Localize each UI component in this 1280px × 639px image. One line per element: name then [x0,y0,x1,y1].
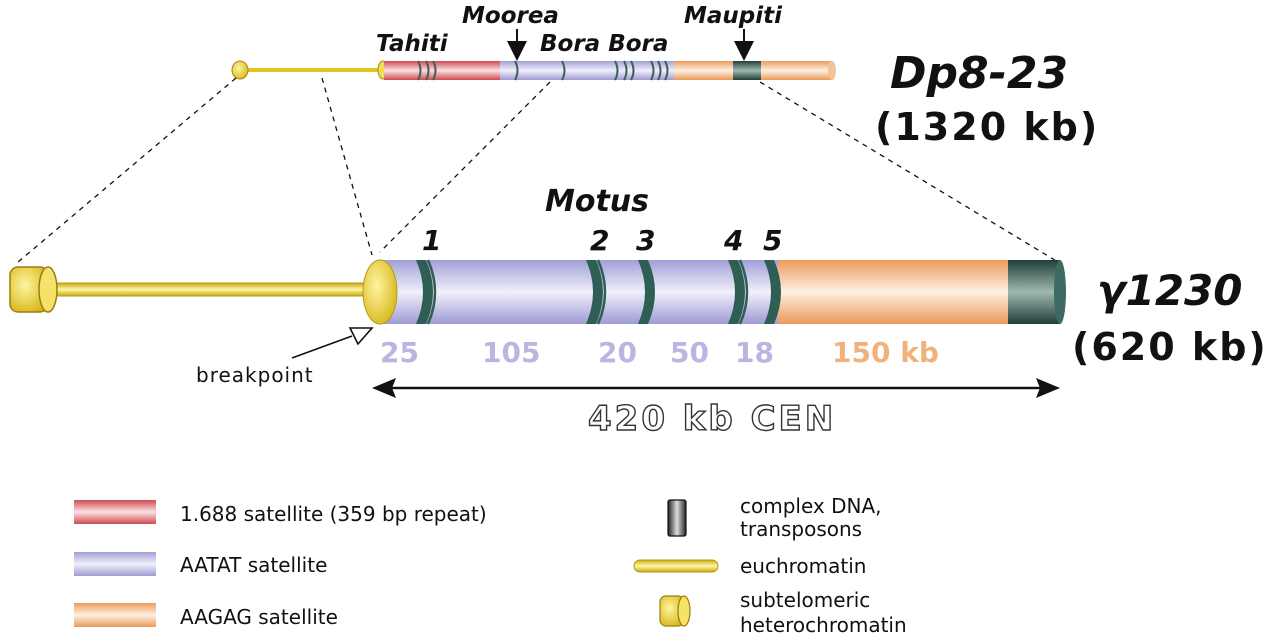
legend-swatch-aatat [74,552,156,576]
gamma-chromosome: Motus 1 2 3 4 5 25 105 20 50 18 150 kb γ… [9,184,1268,440]
legend-swatch-complex-dna [667,499,687,537]
legend-label-complex-dna-1: complex DNA, [740,494,882,518]
gamma-subtelomeric-knob [9,266,58,313]
dp-end-cap [828,61,836,80]
gamma-euchromatin-stalk [39,282,386,297]
segment-size: 20 [598,336,637,369]
legend-label-euchromatin: euchromatin [740,554,866,578]
gamma-chromosome-size: (620 kb) [1072,325,1268,369]
gamma-aagag-segment [778,260,1014,324]
dp-complex-bands [417,60,669,81]
cen-double-arrow [372,378,1060,398]
dp-aatat-segment [500,61,674,80]
zoom-lines [17,77,1059,263]
legend-label-aatat: AATAT satellite [180,553,327,577]
breakpoint-label: breakpoint [196,363,314,387]
dp-chromosome-size: (1320 kb) [875,105,1099,149]
legend-swatch-euchromatin [633,559,719,573]
maupiti-label: Maupiti [684,3,783,29]
legend-label-complex-dna-2: transposons [740,517,862,541]
motus-label: Motus [545,184,649,219]
gamma-aatat-segment [380,260,778,324]
breakpoint-arrow-head [348,327,374,346]
segment-size: 25 [380,336,419,369]
gamma-motus-bands [416,259,781,325]
segment-size: 105 [482,336,540,369]
segment-size: 18 [735,336,774,369]
dp-maupiti-block [733,61,761,80]
dp-satellite-1688-segment [384,61,500,80]
breakpoint-arrow-line [291,335,353,359]
legend-swatch-aagag [74,603,156,627]
legend-label-1688: 1.688 satellite (359 bp repeat) [180,502,487,526]
moorea-label: Moorea [462,3,559,29]
motu-number: 4 [723,224,743,257]
legend: 1.688 satellite (359 bp repeat) AATAT sa… [74,494,907,637]
gamma-complex-end [1008,260,1060,324]
tahiti-label: Tahiti [376,31,449,57]
gamma-chromosome-name: γ1230 [1097,266,1243,315]
dp-euchromatin-stalk [240,68,385,72]
cen-label: 420 kb CEN [588,399,836,439]
dp-telomere-knob [231,60,249,80]
legend-label-subtelomeric-2: heterochromatin [740,613,907,637]
legend-swatch-1688 [74,500,156,524]
motu-number: 1 [422,224,441,257]
legend-label-subtelomeric-1: subtelomeric [740,588,870,612]
segment-size: 150 kb [832,336,939,369]
dp-chromosome-name: Dp8-23 [890,48,1068,99]
gamma-end-cap [1054,260,1066,324]
legend-label-aagag: AAGAG satellite [180,605,338,629]
motu-number: 2 [590,224,609,257]
dp-chromosome: Tahiti Moorea Bora Bora Maupiti Dp8-23 (… [231,3,1099,149]
motu-number: 3 [636,224,655,257]
gamma-breakpoint-cap [362,259,398,325]
motu-number: 5 [763,224,782,257]
legend-swatch-subtelomeric [659,595,691,627]
bora-bora-label: Bora Bora [540,31,668,57]
segment-size: 50 [670,336,709,369]
